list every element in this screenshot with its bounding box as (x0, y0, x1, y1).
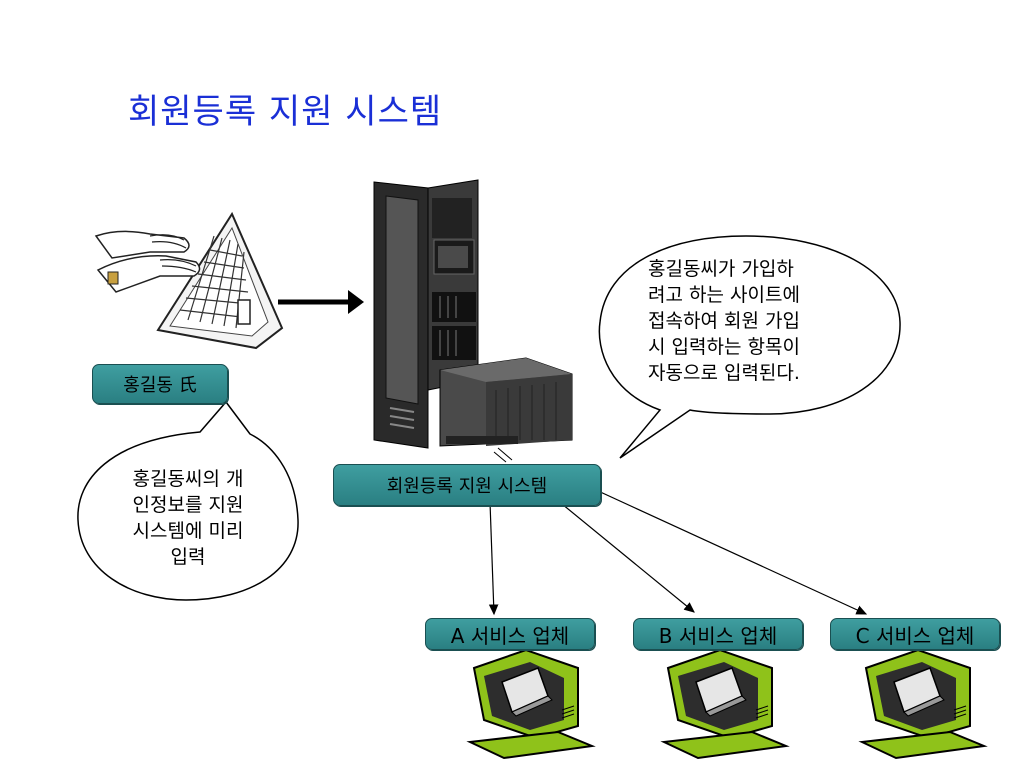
speech-bubble-left (77, 400, 299, 601)
bubble-right-line: 홍길동씨가 가입하 (648, 258, 794, 280)
vendor-label-c: C 서비스 업체 (830, 618, 1000, 650)
bubble-right-line: 려고 하는 사이트에 (648, 284, 800, 306)
bubble-left-line: 시스템에 미리 (132, 520, 244, 542)
bubble-right-line: 접속하여 회원 가입 (648, 310, 800, 332)
bubble-right-line: 시 입력하는 항목이 (648, 336, 800, 358)
computer-monitor-icon (858, 648, 988, 760)
user-label: 홍길동 氏 (92, 364, 228, 404)
bubble-right-line: 자동으로 입력된다. (648, 362, 800, 384)
bubble-left-text: 홍길동씨의 개 인정보를 지원 시스템에 미리 입력 (112, 466, 264, 570)
vendor-label-a: A 서비스 업체 (425, 618, 595, 650)
page-title: 회원등록 지원 시스템 (128, 92, 443, 132)
system-label: 회원등록 지원 시스템 (333, 464, 601, 506)
speech-bubble-right (598, 235, 901, 459)
vendor-arrows (488, 489, 868, 616)
bubble-left-line: 인정보를 지원 (132, 494, 244, 516)
vendor-label-b: B 서비스 업체 (633, 618, 803, 650)
computer-monitor-icon (466, 648, 596, 760)
server-rack-icon (373, 179, 573, 449)
computer-monitor-icon (660, 648, 790, 760)
bubble-left-line: 입력 (170, 546, 206, 568)
bubble-right-text: 홍길동씨가 가입하 려고 하는 사이트에 접속하여 회원 가입 시 입력하는 항… (640, 256, 868, 386)
bubble-left-line: 홍길동씨의 개 (132, 468, 244, 490)
hands-keyboard-icon (94, 211, 284, 350)
